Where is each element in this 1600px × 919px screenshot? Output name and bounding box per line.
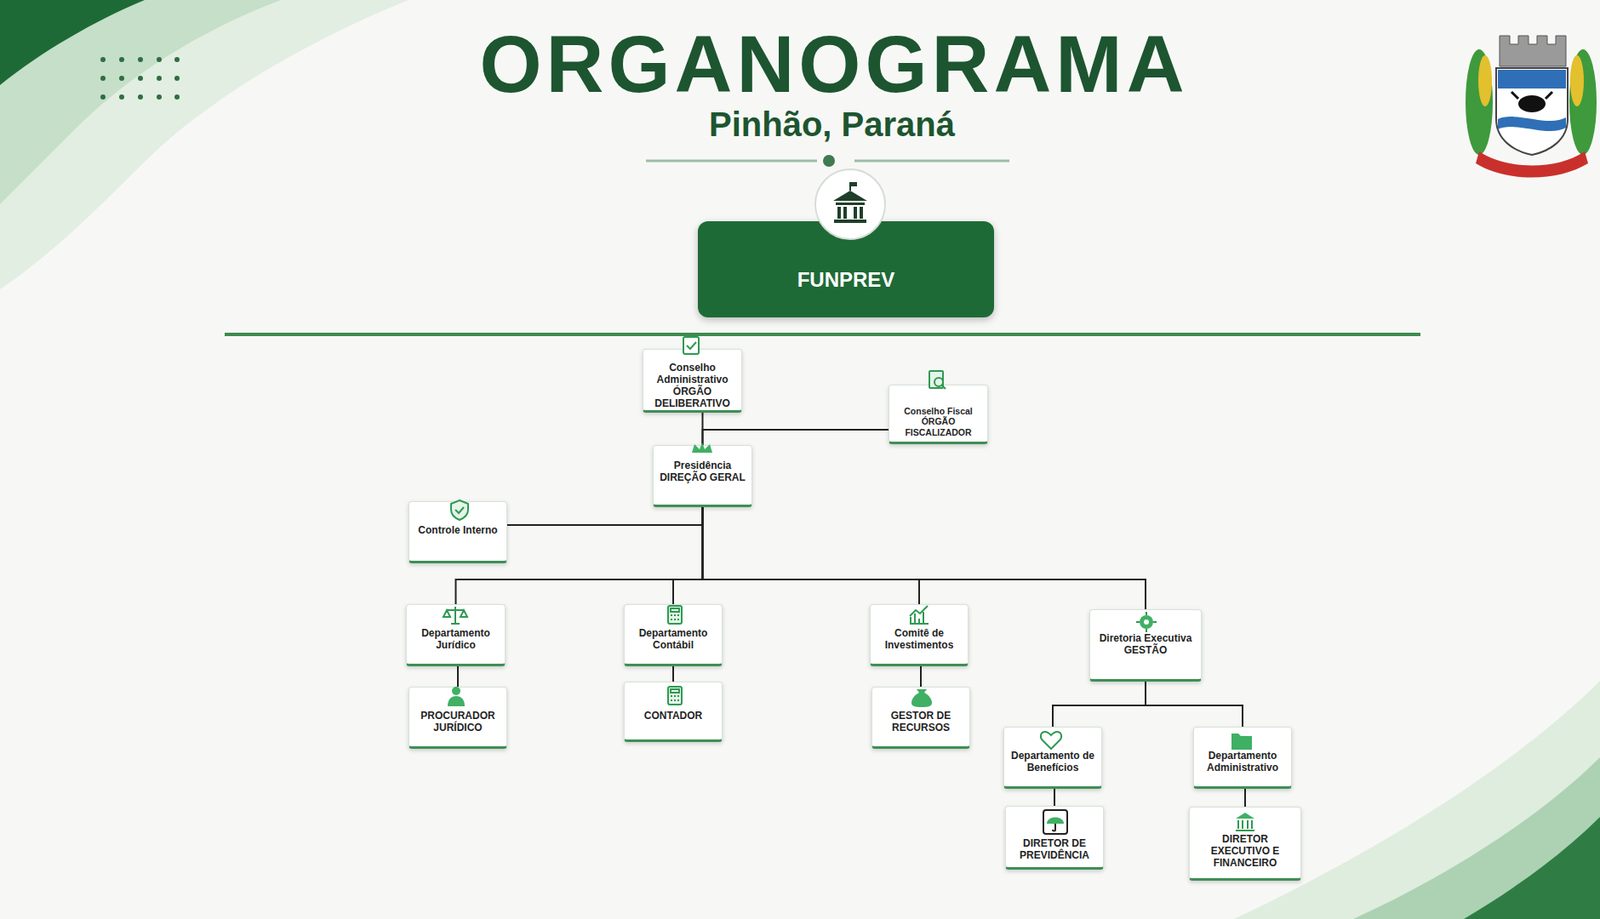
- connector-line: [702, 412, 704, 446]
- org-box: GESTOR DE RECURSOS: [871, 686, 971, 749]
- org-box: Comitê de Investimentos: [869, 604, 969, 667]
- connector-line: [920, 666, 922, 687]
- org-box: Conselho AdministrativoÓRGÃO DELIBERATIV…: [642, 348, 743, 413]
- connector-line: [702, 507, 1147, 610]
- org-box: Departamento Administrativo: [1193, 726, 1292, 789]
- box-label: Conselho Fiscal: [903, 405, 973, 417]
- box-icons: [443, 337, 1255, 835]
- box-label: Comitê de Investimentos: [874, 627, 965, 652]
- box-sublabel: ÓRGÃO DELIBERATIVO: [646, 385, 738, 410]
- connector-line: [702, 507, 920, 605]
- org-box: DIRETOR DE PREVIDÊNCIA: [1005, 805, 1104, 870]
- connector-line: [1052, 681, 1146, 727]
- org-box: CONTADOR: [623, 681, 723, 743]
- box-label: Departamento Contábil: [628, 627, 719, 652]
- box-label: FUNPREV: [797, 268, 896, 292]
- box-sublabel: DIREÇÃO GERAL: [659, 471, 746, 484]
- org-box: Departamento Jurídico: [405, 604, 506, 667]
- org-box: Departamento de Benefícios: [1003, 726, 1103, 789]
- connector-line: [702, 429, 890, 446]
- root-box: FUNPREV: [697, 221, 995, 318]
- box-label: DIRETOR DE PREVIDÊNCIA: [1009, 837, 1100, 862]
- box-label: Presidência: [674, 459, 732, 472]
- connector-line: [673, 507, 703, 605]
- org-box: DIRETOR EXECUTIVO E FINANCEIRO: [1188, 806, 1302, 881]
- box-label: DIRETOR EXECUTIVO E FINANCEIRO: [1193, 833, 1298, 869]
- connector-line: [1053, 788, 1056, 806]
- org-box: Departamento Contábil: [623, 604, 723, 667]
- chart-title: ORGANOGRAMA: [0, 18, 1600, 111]
- box-label: Controle Interno: [417, 524, 498, 537]
- box-label: Departamento Administrativo: [1197, 749, 1288, 774]
- box-label: Departamento de Benefícios: [1007, 749, 1098, 774]
- box-sublabel: GESTÃO: [1124, 644, 1168, 657]
- funprev-badge: [815, 169, 886, 240]
- connector-line: [1244, 788, 1246, 807]
- box-label: CONTADOR: [644, 709, 703, 722]
- connector-line: [1145, 681, 1243, 727]
- connector-line: [507, 507, 703, 526]
- connector-line: [457, 666, 459, 687]
- box-label: Conselho Administrativo: [646, 361, 738, 386]
- box-sublabel: ÓRGÃO FISCALIZADOR: [892, 416, 984, 438]
- org-box: Controle Interno: [408, 501, 508, 564]
- org-box: Conselho FiscalÓRGÃO FISCALIZADOR: [888, 384, 989, 445]
- box-label: Diretoria Executiva: [1099, 632, 1193, 645]
- coat-of-arms: [1465, 35, 1597, 178]
- box-label: GESTOR DE RECURSOS: [875, 709, 966, 734]
- connector-line: [672, 666, 675, 682]
- org-box: PresidênciaDIREÇÃO GERAL: [652, 445, 753, 508]
- org-box: Diretoria ExecutivaGESTÃO: [1089, 609, 1202, 682]
- subtitle: Pinhão, Paraná: [0, 105, 1600, 144]
- box-label: PROCURADOR JURÍDICO: [412, 709, 503, 734]
- box-label: Departamento Jurídico: [410, 627, 502, 652]
- org-box: PROCURADOR JURÍDICO: [408, 686, 508, 749]
